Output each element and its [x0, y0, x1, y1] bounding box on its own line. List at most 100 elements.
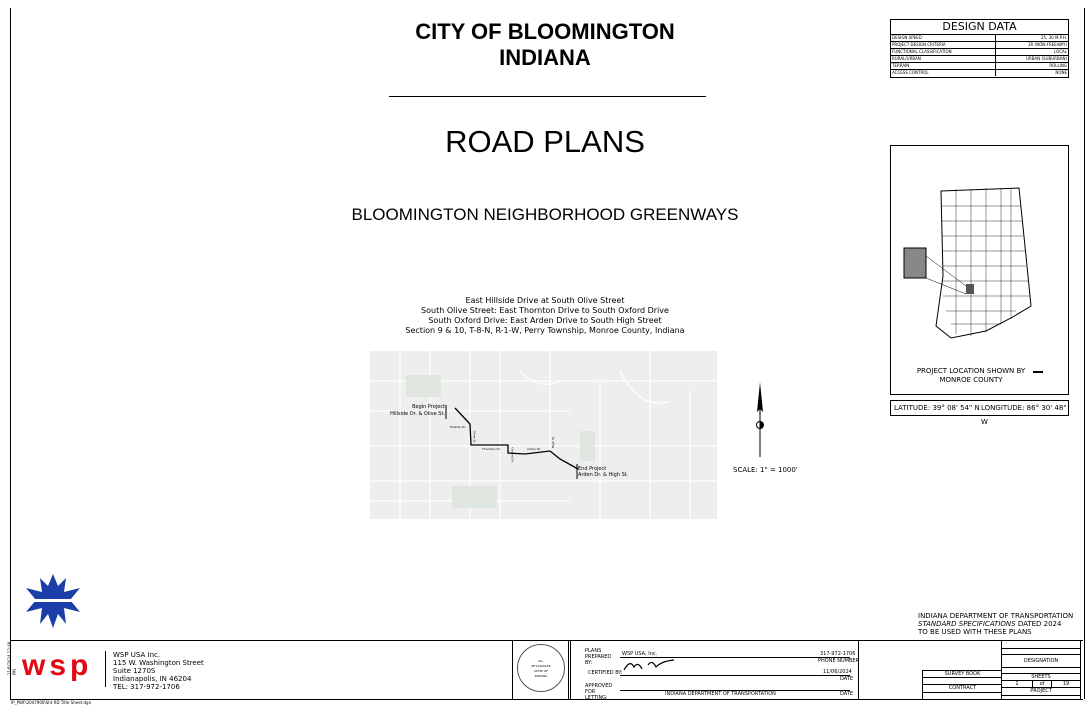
firm-address: WSP USA Inc. 115 W. Washington Street Su… [113, 651, 204, 683]
engineer-seal: No. PE11400238 STATE OF INDIANA [517, 644, 565, 692]
plans-prepared-label: PLANS PREPARED BY: [585, 648, 612, 666]
begin-project-label: Begin Project [412, 404, 445, 410]
signature [623, 659, 675, 671]
dd-value: 25, 30 M.P.H. [994, 35, 1068, 42]
date-label: DATE [840, 676, 854, 682]
caption-line: MONROE COUNTY [939, 376, 1003, 384]
sheets-label: SHEETS [1002, 674, 1080, 681]
project-route [454, 407, 579, 470]
dd-label: TERRAIN [891, 62, 996, 70]
designation-label: DESIGNATION [1002, 655, 1080, 668]
sheet-border [10, 8, 1085, 699]
contract-label: CONTRACT [923, 685, 1002, 693]
indot-label: INDIANA DEPARTMENT OF TRANSPORTATION [665, 691, 776, 697]
note-line: TO BE USED WITH THESE PLANS [918, 628, 1032, 636]
dd-value: 3R (NON-FREEWAY) [994, 41, 1068, 49]
seal-state-name: INDIANA [534, 674, 548, 678]
design-data-title: DESIGN DATA [891, 20, 1068, 35]
survey-book-label: SURVEY BOOK [923, 670, 1002, 678]
phone-label: PHONE NUMBER [818, 658, 859, 664]
north-arrow-icon [756, 382, 764, 457]
dd-value: ROLLING [994, 62, 1068, 70]
note-line: INDIANA DEPARTMENT OF TRANSPORTATION [918, 612, 1074, 620]
caption-line: PROJECT LOCATION SHOWN BY [916, 367, 1026, 375]
dd-label: ACCESS CONTROL [892, 70, 929, 75]
dd-label: FUNCTIONAL CLASSIFICATION [891, 48, 996, 56]
divider [512, 640, 513, 699]
street-label: Arden Dr. [527, 447, 542, 451]
seal-number: PE11400238 [531, 664, 551, 668]
dd-value: URBAN (SUBURBAN) [994, 55, 1068, 63]
cert-date: 11/06/2024 [823, 669, 852, 675]
firm-name: WSP USA Inc. [113, 651, 161, 659]
location-line: South Oxford Drive: East Arden Drive to … [428, 316, 662, 325]
certified-label: CERTIFIED BY: [588, 670, 623, 676]
lat-long-box: LATITUDE: 39° 08' 54" N LONGITUDE: 86° 3… [890, 400, 1069, 426]
street-label: Oxford Dr. [510, 447, 515, 463]
firm-address-line: Suite 1270S [113, 667, 156, 675]
sheet-of: of [1033, 681, 1052, 687]
sheet-number: 1 [1002, 681, 1033, 687]
divider [858, 640, 859, 699]
spec-date: DATED 2024 [1015, 620, 1062, 628]
approved-label: APPROVED FOR LETTING: [585, 683, 613, 701]
firm-address-line: 115 W. Washington Street [113, 659, 204, 667]
location-line: South Olive Street: East Thornton Drive … [421, 306, 669, 315]
prepared-by: WSP USA, Inc. [622, 651, 658, 657]
divider [570, 640, 571, 699]
spec-title: STANDARD SPECIFICATIONS [918, 620, 1016, 628]
firm-address-line: Indianapolis, IN 46204 [113, 675, 192, 683]
street-label: High St. [550, 436, 555, 448]
latitude: LATITUDE: 39° 08' 54" N [894, 404, 980, 412]
plot-timestamp: 11/6/2024 12:48 PM [7, 641, 17, 675]
dd-label: PROJECT DESIGN CRITERIA [891, 41, 996, 49]
legend-mark [1033, 371, 1043, 373]
street-label: Hillside Dr. [450, 425, 467, 429]
title-state: INDIANA [499, 45, 591, 70]
seal-no: No. [538, 659, 544, 663]
file-path: IP_PWF\2047900\Sht RD Title Sheet.dgn [11, 700, 92, 705]
city-of-bloomington-logo [26, 574, 80, 628]
dd-value: NONE [994, 69, 1068, 76]
indiana-map-graphic [903, 187, 1032, 339]
project-name: BLOOMINGTON NEIGHBORHOOD GREENWAYS [351, 205, 739, 224]
firm-phone: TEL: 317-972-1706 [113, 683, 180, 691]
vicinity-map [370, 351, 717, 519]
indot-spec-note: INDIANA DEPARTMENT OF TRANSPORTATION STA… [918, 612, 1073, 636]
location-line: East Hillside Drive at South Olive Stree… [465, 296, 625, 305]
indiana-location-map: PROJECT LOCATION SHOWN BY MONROE COUNTY [890, 145, 1069, 395]
vicinity-map-graphic [370, 351, 717, 519]
sign-line [620, 657, 850, 658]
survey-contract-block: SURVEY BOOK CONTRACT [922, 670, 1002, 699]
wsp-logo: wsp [22, 649, 93, 682]
title-divider [389, 96, 706, 97]
street-label: Thornton Dr. [482, 447, 501, 451]
sign-line [620, 690, 850, 691]
dd-label: RURAL/URBAN [891, 55, 996, 63]
seal-state: STATE OF [533, 669, 549, 673]
longitude: LONGITUDE: 86° 30' 48" W [981, 404, 1067, 426]
title-city: CITY OF BLOOMINGTON [415, 19, 675, 44]
plan-type: ROAD PLANS [445, 124, 645, 159]
location-map-caption: PROJECT LOCATION SHOWN BY MONROE COUNTY [891, 367, 1051, 385]
street-label: Olive St. [472, 430, 477, 444]
sign-line [620, 675, 850, 676]
date-label: DATE [840, 691, 854, 697]
dd-value: LOCAL [994, 48, 1068, 56]
title-block [10, 640, 1083, 700]
end-project-label: End Project [578, 466, 607, 472]
phone: 317-972-1706 [820, 651, 856, 657]
logo-divider [105, 651, 106, 687]
scale-label: SCALE: 1" = 1000' [733, 466, 798, 474]
location-line: Section 9 & 10, T-8-N, R-1-W, Perry Town… [405, 326, 685, 335]
sheet-total: 19 [1062, 681, 1070, 687]
location-description: East Hillside Drive at South Olive Stree… [380, 296, 710, 336]
project-label: PROJECT [1002, 688, 1080, 696]
end-project-street: Arden Dr. & High St. [578, 472, 629, 478]
begin-project-street: Hillside Dr. & Olive St. [390, 411, 445, 417]
divider [568, 640, 569, 699]
